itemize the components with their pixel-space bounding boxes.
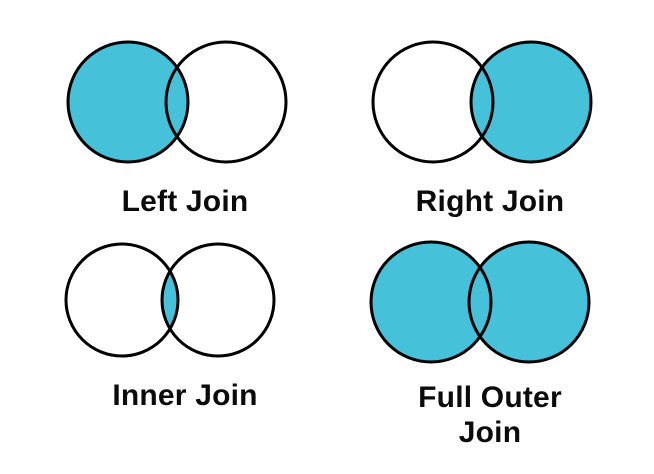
full-outer-join-label: Full Outer Join [418,381,562,450]
full-outer-join-venn-svg [369,240,591,364]
inner-join-left-circle-outline [64,242,180,358]
full-outer-join-left-circle-outline [369,240,493,364]
left-join-right-circle-outline [164,40,288,164]
venn-cell-inner-join: Inner Join [40,238,330,413]
left-join-venn-svg [66,40,288,164]
inner-join-label: Inner Join [112,379,258,412]
left-join-left-circle-outline [66,40,190,164]
full-outer-join-right-circle-outline [467,240,591,364]
left-join-left-circle-fill [68,42,188,162]
right-join-right-circle-fill [471,42,591,162]
venn-cell-right-join: Right Join [345,34,635,219]
inner-join-venn-svg [64,242,276,358]
right-join-venn-svg [371,40,593,164]
left-join-label: Left Join [121,185,249,218]
right-join-right-circle-outline [469,40,593,164]
inner-join-right-circle-outline [160,242,276,358]
venn-cell-left-join: Left Join [40,34,330,219]
full-outer-join-right-circle-fill [469,242,589,362]
full-outer-join-left-circle-fill [371,242,491,362]
right-join-left-circle-outline [371,40,495,164]
venn-cell-full-outer-join: Full Outer Join [345,238,635,451]
right-join-label: Right Join [415,185,565,218]
